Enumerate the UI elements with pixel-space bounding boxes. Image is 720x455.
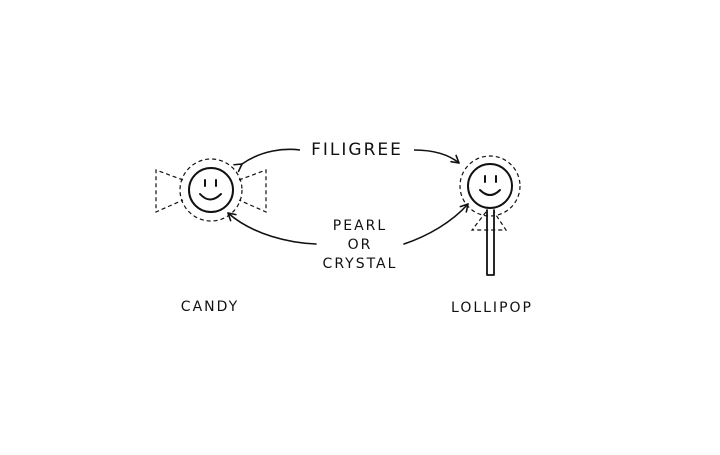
candy-icon bbox=[155, 158, 267, 222]
lollipop-face-outline bbox=[467, 163, 513, 209]
filigree-arrow-right bbox=[413, 149, 460, 164]
pearl-label-line: PEARL bbox=[332, 218, 388, 234]
filigree-arrow-left bbox=[233, 148, 301, 173]
candy-face-outline bbox=[188, 167, 234, 213]
lollipop-label: LOLLIPOP bbox=[451, 300, 533, 316]
lollipop-dashed-bow bbox=[470, 211, 508, 231]
lollipop-dashed-halo bbox=[459, 155, 521, 217]
or-label-line: OR bbox=[347, 237, 373, 253]
lollipop-smile bbox=[479, 189, 501, 196]
candy-smile bbox=[199, 193, 222, 201]
candy-dashed-halo bbox=[179, 158, 243, 222]
lollipop-stick bbox=[486, 209, 495, 276]
pearl-arrow-to-lollipop bbox=[403, 203, 469, 245]
crystal-label-line: CRYSTAL bbox=[322, 256, 398, 272]
candy-wrapper-left bbox=[155, 169, 184, 213]
lollipop-icon bbox=[459, 155, 521, 276]
pearl-arrow-to-candy bbox=[227, 212, 317, 245]
pearl-or-crystal-label: PEARL OR CRYSTAL bbox=[318, 217, 402, 274]
candy-label: CANDY bbox=[180, 299, 240, 315]
candy-wrapper-right bbox=[238, 169, 267, 213]
filigree-label: FILIGREE bbox=[300, 142, 414, 159]
